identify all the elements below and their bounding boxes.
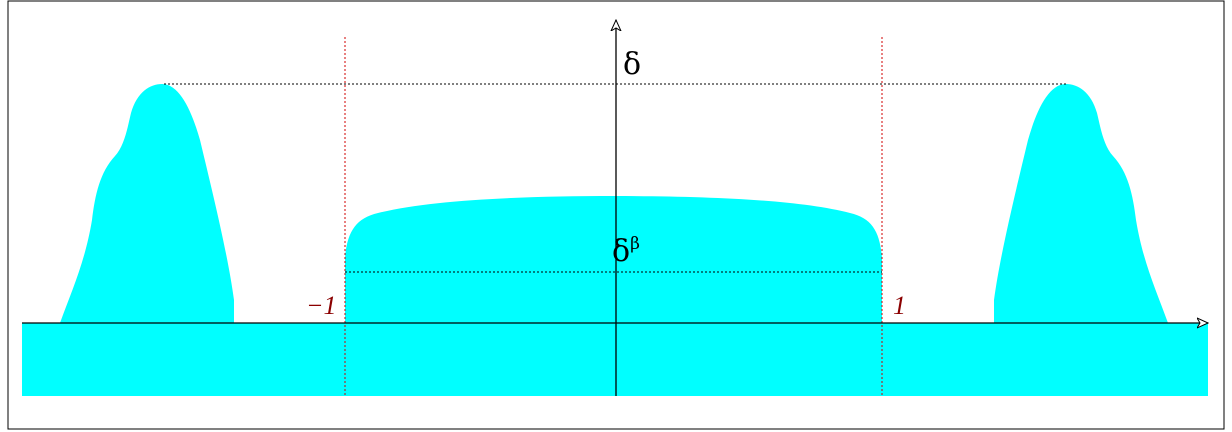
right-peak-region — [994, 84, 1168, 323]
figure-frame — [7, 0, 1225, 430]
base-strip — [22, 323, 1208, 396]
plateau-level-label: δβ — [612, 234, 640, 269]
left-peak-region — [60, 84, 234, 323]
plateau-level-base: δ — [612, 234, 630, 269]
tick-label-one: 1 — [893, 291, 906, 320]
tick-label-minus-one: −1 — [306, 291, 337, 320]
y-axis-label: δ — [623, 47, 641, 82]
central-plateau-region — [345, 196, 882, 323]
plateau-level-exponent: β — [630, 234, 640, 254]
